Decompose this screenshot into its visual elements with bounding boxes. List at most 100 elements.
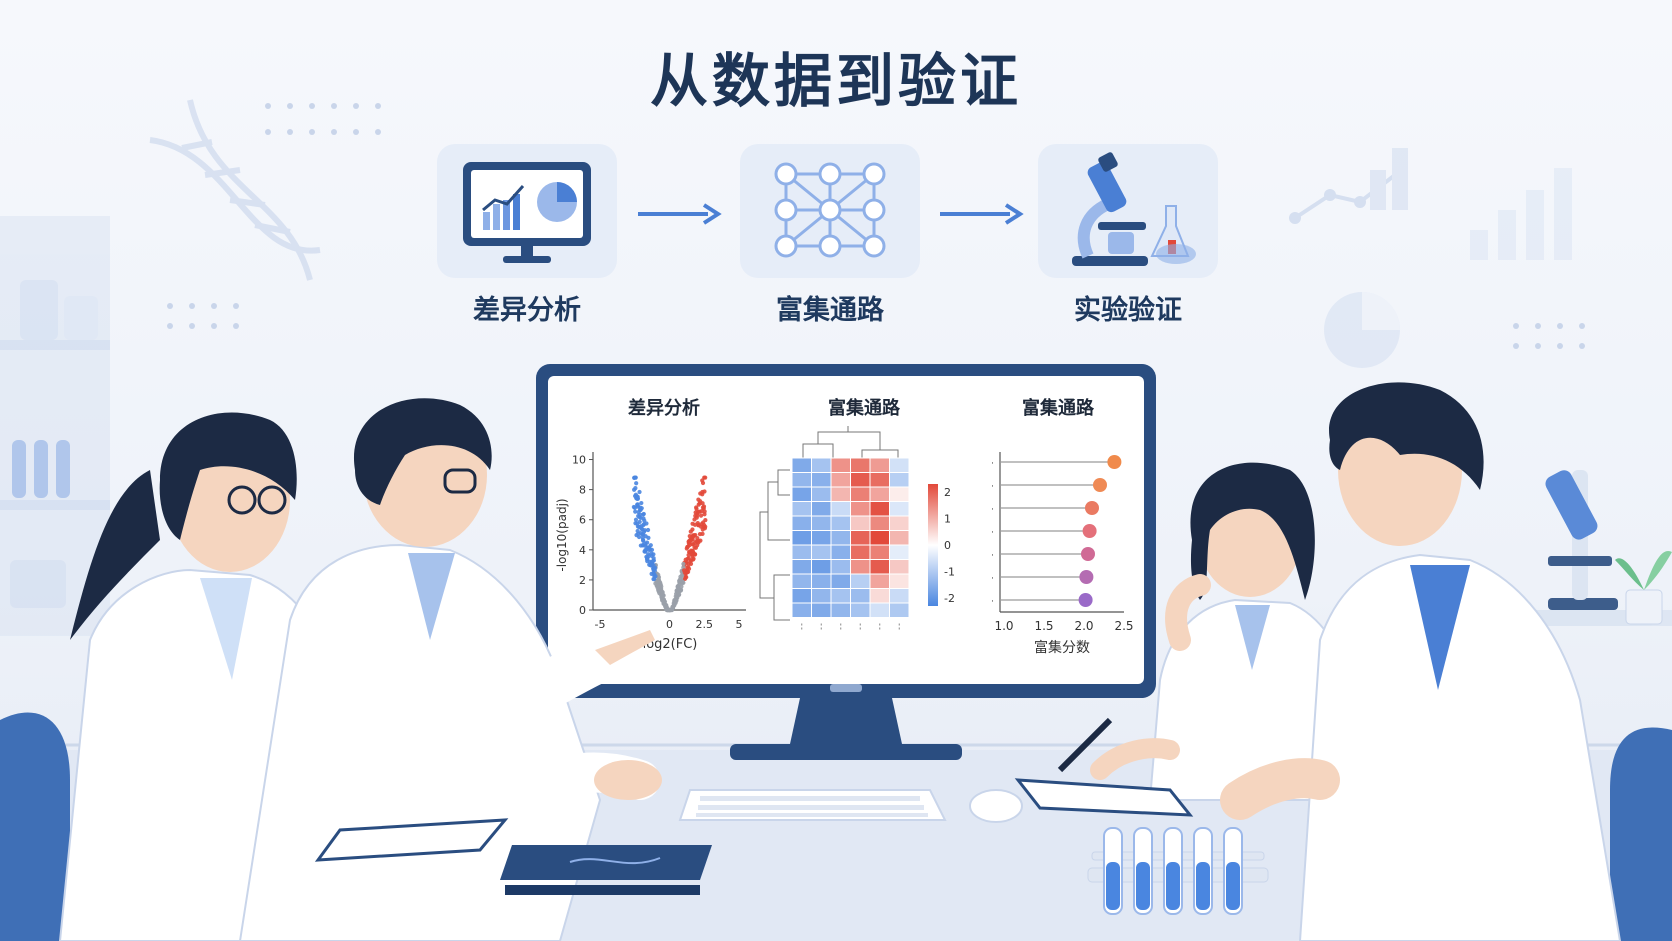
dotplot-point bbox=[1107, 455, 1122, 469]
volcano-point bbox=[633, 517, 639, 522]
dotplot-point bbox=[1081, 547, 1095, 561]
volcano-point bbox=[631, 504, 636, 510]
volcano-point bbox=[696, 523, 701, 528]
microscope-icon bbox=[1072, 152, 1196, 266]
volcano-point bbox=[702, 512, 707, 517]
volcano-point bbox=[643, 541, 648, 546]
volcano-ytick-label: 4 bbox=[579, 544, 586, 557]
heatmap-dendrogram-left bbox=[759, 469, 790, 621]
dna-helix-icon bbox=[149, 99, 321, 281]
volcano-ytick-label: 2 bbox=[579, 574, 586, 587]
notebook-right bbox=[1014, 778, 1194, 817]
volcano-point bbox=[651, 558, 657, 563]
volcano-point bbox=[655, 583, 660, 588]
dotplot-row-mark: · bbox=[991, 574, 994, 584]
volcano-point bbox=[698, 513, 704, 518]
volcano-point bbox=[651, 577, 656, 582]
volcano-xlabel: log2(FC) bbox=[643, 637, 698, 652]
volcano-point bbox=[637, 489, 642, 495]
volcano-point bbox=[688, 529, 693, 534]
volcano-point bbox=[670, 606, 675, 611]
volcano-point bbox=[685, 544, 690, 549]
volcano-point bbox=[645, 527, 651, 533]
colorbar-tick-label: 0 bbox=[944, 539, 951, 552]
volcano-point bbox=[648, 563, 654, 568]
volcano-xtick-label: 0 bbox=[666, 618, 673, 631]
volcano-point bbox=[634, 481, 639, 486]
network-icon bbox=[774, 162, 886, 258]
volcano-point bbox=[672, 601, 677, 607]
dotplot-point bbox=[1082, 524, 1097, 538]
volcano-point bbox=[643, 548, 649, 553]
volcano-point bbox=[641, 538, 646, 543]
dotplot-xtick-label: 2.5 bbox=[1114, 619, 1133, 633]
step-card-pathway-enrichment bbox=[740, 144, 920, 278]
volcano-point bbox=[701, 504, 707, 509]
volcano-ytick-label: 6 bbox=[579, 514, 586, 527]
volcano-point bbox=[694, 506, 699, 511]
arrow-right-icon bbox=[638, 203, 722, 225]
volcano-point bbox=[683, 557, 688, 562]
volcano-point bbox=[646, 535, 651, 540]
volcano-ytick-label: 10 bbox=[572, 454, 586, 467]
volcano-point bbox=[679, 584, 684, 589]
plant-decor bbox=[1615, 550, 1672, 625]
volcano-point bbox=[642, 518, 647, 523]
volcano-point bbox=[637, 524, 642, 529]
volcano-point bbox=[641, 522, 646, 528]
step-label: 实验验证 bbox=[1074, 295, 1182, 326]
dotplot-row-mark: · bbox=[991, 528, 994, 538]
colorbar-tick-label: -2 bbox=[944, 592, 955, 605]
volcano-point bbox=[690, 534, 695, 539]
pie-chart-icon bbox=[1324, 292, 1400, 368]
heatmap-dendrogram-top bbox=[802, 426, 899, 458]
volcano-point bbox=[649, 553, 654, 558]
volcano-point bbox=[635, 496, 640, 501]
notebook-left bbox=[314, 818, 509, 862]
volcano-point bbox=[696, 502, 701, 507]
volcano-point bbox=[696, 538, 701, 543]
volcano-point bbox=[633, 509, 638, 514]
volcano-point bbox=[702, 523, 707, 528]
chair-left bbox=[0, 712, 70, 941]
dotplot-point bbox=[1078, 593, 1093, 607]
dotplot-row-mark: · bbox=[991, 482, 994, 492]
test-tube-rack bbox=[1087, 827, 1269, 915]
volcano-xtick-label: 2.5 bbox=[696, 618, 714, 631]
panel-title-volcano: 差异分析 bbox=[628, 398, 700, 419]
volcano-point bbox=[703, 475, 708, 480]
volcano-point bbox=[635, 528, 640, 534]
volcano-point bbox=[665, 607, 670, 613]
book-dna bbox=[500, 845, 712, 895]
volcano-point bbox=[641, 532, 646, 537]
background-chart-icon bbox=[1289, 148, 1572, 260]
volcano-point bbox=[641, 511, 646, 517]
dotplot-point bbox=[1085, 501, 1099, 515]
volcano-point bbox=[638, 507, 643, 512]
volcano-point bbox=[675, 584, 680, 589]
volcano-point bbox=[661, 593, 666, 598]
volcano-point bbox=[646, 554, 651, 559]
dna-icon bbox=[569, 857, 661, 865]
step-label: 差异分析 bbox=[473, 295, 581, 326]
volcano-point bbox=[644, 521, 649, 526]
volcano-point bbox=[663, 603, 668, 608]
step-label: 富集通路 bbox=[776, 295, 884, 326]
dotplot-row-mark: · bbox=[991, 597, 994, 607]
step-card-experimental-validation bbox=[1038, 144, 1218, 278]
volcano-ytick-label: 8 bbox=[579, 484, 586, 497]
mouse bbox=[969, 789, 1023, 823]
volcano-ylabel: -log10(padj) bbox=[555, 498, 569, 571]
volcano-point bbox=[635, 502, 640, 507]
volcano-point bbox=[639, 500, 644, 506]
volcano-point bbox=[634, 532, 639, 538]
dotplot-point bbox=[1079, 570, 1094, 584]
volcano-point bbox=[695, 513, 700, 518]
volcano-point bbox=[649, 547, 655, 552]
volcano-point bbox=[686, 564, 691, 569]
